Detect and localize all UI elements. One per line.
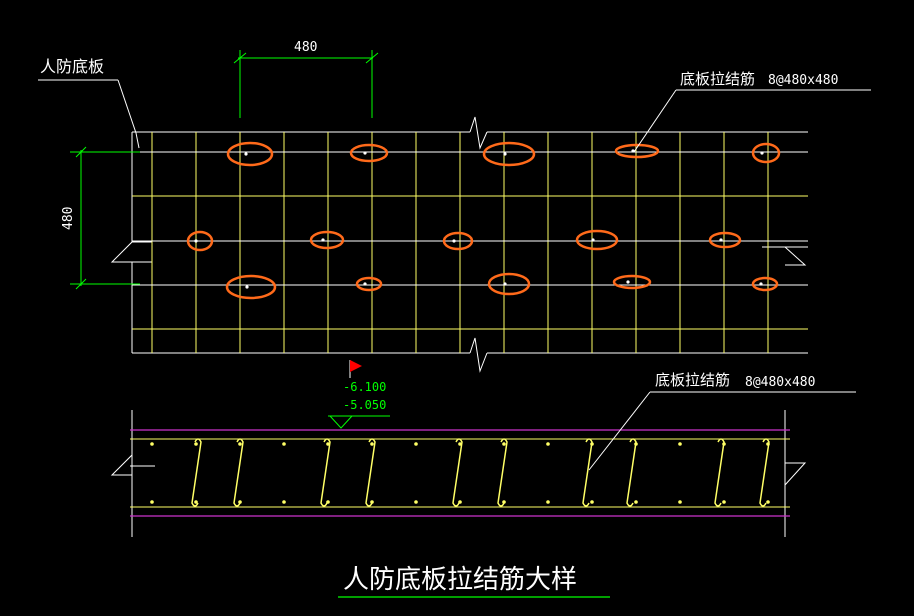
rebar-dot [546,442,550,446]
rebar-dot [238,442,242,446]
tie-highlight-ellipse [442,231,474,251]
rebar-dot [458,500,462,504]
tie-leader-section [588,391,856,471]
tie-highlight-ellipse [575,229,619,251]
tie-point [759,282,763,286]
section-outline [110,410,807,537]
rebar-dot [722,500,726,504]
section-tie-bar [582,438,593,507]
tie-point [245,285,249,289]
tie-point [244,152,248,156]
tie-spec-top: 8@480x480 [768,73,838,88]
section-tie-bar [233,438,244,507]
rebar-dot [150,442,154,446]
tie-highlight-ellipse [482,141,536,167]
section-tie-bars [191,438,770,507]
elevation-top: -6.100 [343,380,386,394]
rebar-dot [678,500,682,504]
tie-point [503,152,507,156]
tie-label-top: 底板拉结筋 [680,70,755,88]
tie-point [591,238,595,242]
plan-view [38,50,871,373]
tie-point [363,282,367,286]
section-tie-bar [626,438,637,507]
tie-point [321,238,325,242]
tie-highlight-ellipse [612,274,652,290]
rebar-dot [590,500,594,504]
section-tie-bar [759,438,770,507]
section-tie-bar [320,438,331,507]
section-band-lines [130,429,790,517]
tie-highlight-ellipse [355,276,383,292]
section-tie-bar [452,438,463,507]
rebar-dot [766,500,770,504]
tie-highlight-ellipse [226,141,274,167]
rebar-dot [546,500,550,504]
rebar-dot [414,442,418,446]
rebar-dot [282,500,286,504]
tie-leader-top [633,89,871,153]
tie-label-section: 底板拉结筋 [655,371,730,389]
tie-point [452,239,456,243]
vertical-dimension [70,146,140,290]
tie-highlight-ellipse [225,274,277,300]
rebar-dot [678,442,682,446]
rebar-dot [634,442,638,446]
horizontal-dimension-text: 480 [294,40,317,55]
rebar-dot [722,442,726,446]
tie-point [363,151,367,155]
tie-point [503,282,507,286]
rebar-dot [370,442,374,446]
section-view [110,360,856,537]
rebar-dot [326,500,330,504]
section-tie-bar [191,438,202,507]
plan-rebar-grid [132,132,808,353]
tie-spec-section: 8@480x480 [745,375,815,390]
elevation-bottom: -5.050 [343,398,386,412]
tie-highlight-ellipse [708,231,742,249]
section-tie-bar [714,438,725,507]
rebar-dot [590,442,594,446]
rebar-dot [370,500,374,504]
rebar-dot [458,442,462,446]
tie-highlight-ellipse [487,272,531,296]
rebar-dot [194,500,198,504]
tie-highlight-ellipse [751,276,779,292]
rebar-dot [238,500,242,504]
vertical-dimension-text: 480 [61,207,76,230]
section-tie-bar [497,438,508,507]
tie-point [194,239,198,243]
tie-highlight-ellipse [614,143,660,159]
tie-point [719,238,723,242]
rebar-dot [634,500,638,504]
tie-point [760,151,764,155]
rebar-dot [150,500,154,504]
drawing-title: 人防底板拉结筋大样 [343,565,577,595]
section-main-bars [130,438,790,508]
slab-leader [38,79,140,149]
tie-highlight-ellipse [186,230,214,252]
tie-point [626,280,630,284]
elevation-marker [328,360,390,429]
tie-bar-highlights [186,141,781,300]
section-rebar-dots [150,442,770,504]
rebar-dot [502,500,506,504]
red-flag-icon [350,360,362,372]
section-tie-bar [365,438,376,507]
rebar-dot [282,442,286,446]
plan-slab-outline [110,116,808,373]
horizontal-dimension [233,50,379,118]
tie-highlight-ellipse [349,143,389,163]
rebar-dot [194,442,198,446]
slab-label: 人防底板 [40,57,104,76]
tie-highlight-ellipse [751,142,781,164]
rebar-dot [502,442,506,446]
rebar-dot [766,442,770,446]
rebar-dot [326,442,330,446]
tie-highlight-ellipse [309,230,345,250]
plan-row-lines [132,151,808,286]
rebar-dot [414,500,418,504]
